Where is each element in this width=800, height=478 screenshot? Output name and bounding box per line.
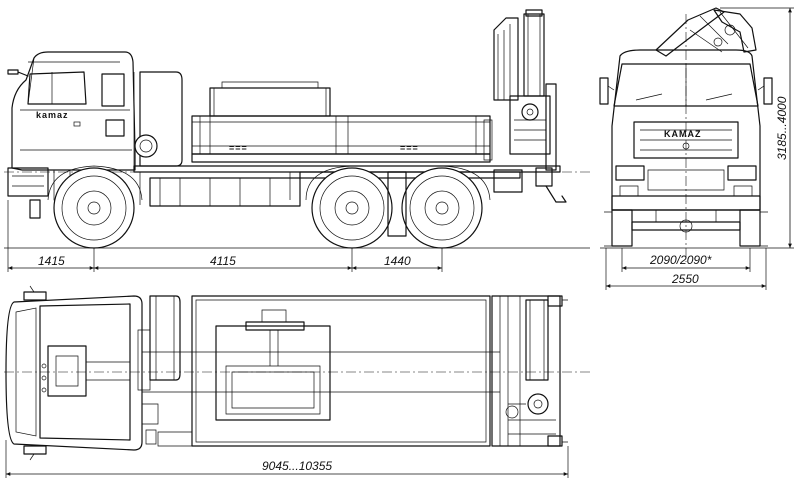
dim-front-overhang: 1415 xyxy=(38,254,65,268)
top-dimensions: 9045...10355 xyxy=(5,440,569,478)
side-dimensions: 1415 4115 1440 xyxy=(7,200,443,272)
front-dimensions: 2090/2090* 2550 3185...4000 xyxy=(605,7,794,290)
dim-height: 3185...4000 xyxy=(775,96,789,160)
svg-text:kamaz: kamaz xyxy=(36,110,69,120)
front-view: KAMAZ 2090/2090* 2550 xyxy=(599,7,794,290)
dim-track: 2090/2090* xyxy=(649,253,712,267)
side-view: kamaz xyxy=(4,9,590,272)
spare-wheel-side xyxy=(133,71,183,167)
wheel-rear-1 xyxy=(311,167,393,249)
cab-side: kamaz xyxy=(7,51,136,219)
cargo-platform-side: === === xyxy=(191,81,491,163)
wheel-rear-2 xyxy=(401,167,483,249)
svg-text:===: === xyxy=(229,143,248,153)
spare-wheel-top xyxy=(137,295,181,445)
dim-wheelbase-first: 4115 xyxy=(210,254,236,268)
front-axle xyxy=(604,209,768,247)
svg-text:===: === xyxy=(400,143,419,153)
grille-logo: KAMAZ xyxy=(664,129,702,139)
dim-overall-width: 2550 xyxy=(671,272,699,286)
cargo-platform-top xyxy=(191,295,491,447)
crane-side xyxy=(483,9,567,203)
top-view: 9045...10355 xyxy=(4,285,590,478)
dim-wheelbase-rear: 1440 xyxy=(384,254,411,268)
cab-top xyxy=(5,285,143,461)
crane-top xyxy=(491,295,568,447)
wheel-front xyxy=(47,165,143,249)
crane-front xyxy=(655,7,757,57)
dim-overall-length: 9045...10355 xyxy=(262,459,332,473)
